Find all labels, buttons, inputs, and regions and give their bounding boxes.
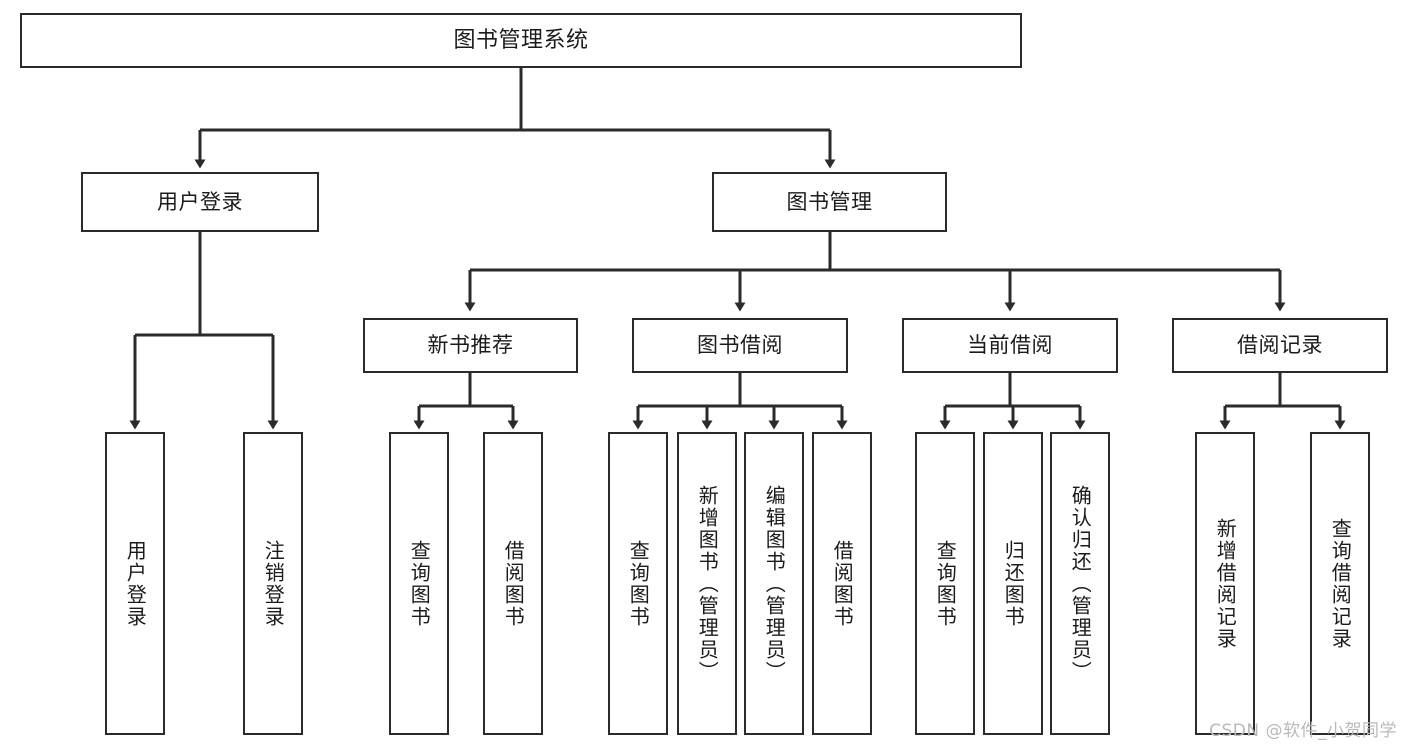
node-label: 查询借阅记录 [1328,517,1353,650]
node-label: 图书借阅 [697,333,783,358]
leaf-book-borrow-edit-book-admin[interactable]: 编辑图书（管理员） [744,432,804,735]
node-label: 用户登录 [123,539,148,628]
node-label: 注销登录 [261,539,286,628]
node-label: 查询图书 [407,539,432,628]
leaf-new-book-query-book[interactable]: 查询图书 [389,432,449,735]
node-label: 归还图书 [1001,539,1026,628]
node-label: 借阅记录 [1237,333,1323,358]
node-new-book-recommend[interactable]: 新书推荐 [363,318,578,373]
node-label: 查询图书 [626,539,651,628]
leaf-book-borrow-borrow-book[interactable]: 借阅图书 [812,432,872,735]
node-label: 借阅图书 [501,539,526,628]
leaf-current-borrow-return-book[interactable]: 归还图书 [983,432,1043,735]
node-book-management[interactable]: 图书管理 [712,172,947,232]
node-label: 编辑图书（管理员） [762,484,787,683]
node-current-borrow[interactable]: 当前借阅 [902,318,1118,373]
node-label: 新书推荐 [427,333,514,358]
node-label: 图书管理系统 [453,27,589,53]
leaf-current-borrow-confirm-return-admin[interactable]: 确认归还（管理员） [1050,432,1110,735]
node-label: 当前借阅 [967,333,1053,358]
node-label: 图书管理 [786,189,873,214]
leaf-book-borrow-add-book-admin[interactable]: 新增图书（管理员） [677,432,737,735]
node-label: 新增借阅记录 [1213,517,1238,650]
leaf-borrow-record-add-record[interactable]: 新增借阅记录 [1195,432,1255,735]
leaf-book-borrow-query-book[interactable]: 查询图书 [608,432,668,735]
node-label: 用户登录 [157,189,243,214]
node-label: 新增图书（管理员） [695,484,720,683]
node-book-borrow[interactable]: 图书借阅 [632,318,848,373]
node-label: 确认归还（管理员） [1068,484,1093,683]
leaf-user-login-logout[interactable]: 注销登录 [243,432,303,735]
node-root-book-management-system[interactable]: 图书管理系统 [20,13,1022,68]
node-user-login[interactable]: 用户登录 [81,172,319,232]
node-label: 查询图书 [933,539,958,628]
leaf-user-login-login[interactable]: 用户登录 [105,432,165,735]
leaf-new-book-borrow-book[interactable]: 借阅图书 [483,432,543,735]
node-borrow-record[interactable]: 借阅记录 [1172,318,1388,373]
leaf-borrow-record-query-record[interactable]: 查询借阅记录 [1310,432,1370,735]
csdn-watermark: CSDN @软件_小贺同学 [1209,721,1397,741]
node-label: 借阅图书 [830,539,855,628]
leaf-current-borrow-query-book[interactable]: 查询图书 [915,432,975,735]
